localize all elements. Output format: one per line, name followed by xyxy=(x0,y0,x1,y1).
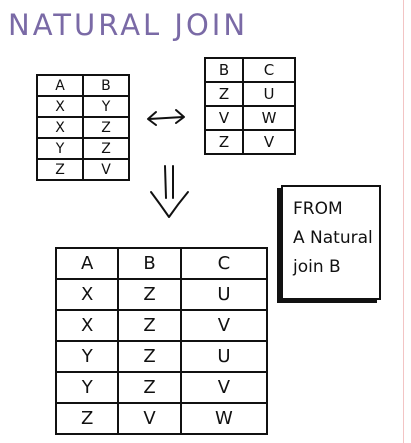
table-cell: Z xyxy=(36,158,84,181)
table-cell: Z xyxy=(204,129,244,155)
table-cell: U xyxy=(179,340,269,373)
table-cell: X xyxy=(36,116,84,139)
table-cell: U xyxy=(179,278,269,311)
table-cell: V xyxy=(117,402,182,435)
header-cell: B xyxy=(204,57,244,83)
diagram-title: NATURAL JOIN xyxy=(8,8,249,42)
table-cell: X xyxy=(54,278,120,311)
table-cell: X xyxy=(54,309,120,342)
table-row: Z U xyxy=(204,81,297,107)
result-table: A B C X Z U X Z V Y Z U Y Z V Z V W xyxy=(54,247,269,435)
header-cell: A xyxy=(36,74,84,97)
header-cell: C xyxy=(179,247,269,280)
table-cell: Y xyxy=(81,95,131,118)
table-cell: W xyxy=(179,402,269,435)
table-cell: Z xyxy=(117,340,182,373)
table-cell: Z xyxy=(117,278,182,311)
table-row: Z V W xyxy=(54,402,269,435)
table-cell: Z xyxy=(117,309,182,342)
page-margin-line xyxy=(403,0,404,443)
table-row: X Y xyxy=(36,95,131,118)
table-cell: W xyxy=(241,105,297,131)
table-row: Y Z V xyxy=(54,371,269,404)
table-cell: X xyxy=(36,95,84,118)
table-cell: Z xyxy=(54,402,120,435)
header-cell: A xyxy=(54,247,120,280)
table-cell: Z xyxy=(81,116,131,139)
table-cell: V xyxy=(179,371,269,404)
table-cell: V xyxy=(81,158,131,181)
table-row: X Z xyxy=(36,116,131,139)
note-line: join B xyxy=(293,257,341,277)
table-row: V W xyxy=(204,105,297,131)
table-row: Z V xyxy=(36,158,131,181)
note-line: FROM xyxy=(293,199,343,219)
table-row: X Z V xyxy=(54,309,269,342)
table-cell: Z xyxy=(117,371,182,404)
table-header-row: A B C xyxy=(54,247,269,280)
relation-b-table: B C Z U V W Z V xyxy=(204,57,297,155)
note-box: FROM A Natural join B xyxy=(281,185,381,300)
table-cell: V xyxy=(241,129,297,155)
table-row: Z V xyxy=(204,129,297,155)
note-line: A Natural xyxy=(293,228,373,248)
table-cell: V xyxy=(204,105,244,131)
table-cell: Y xyxy=(36,137,84,160)
table-header-row: A B xyxy=(36,74,131,97)
table-cell: U xyxy=(241,81,297,107)
table-cell: Z xyxy=(204,81,244,107)
relation-a-table: A B X Y X Z Y Z Z V xyxy=(36,74,131,181)
header-cell: C xyxy=(241,57,297,83)
implies-down-arrow-icon xyxy=(150,165,189,218)
table-row: Y Z xyxy=(36,137,131,160)
table-cell: Y xyxy=(54,371,120,404)
table-cell: Z xyxy=(81,137,131,160)
table-header-row: B C xyxy=(204,57,297,83)
double-arrow-icon xyxy=(147,109,185,126)
table-row: Y Z U xyxy=(54,340,269,373)
table-row: X Z U xyxy=(54,278,269,311)
table-cell: Y xyxy=(54,340,120,373)
table-cell: V xyxy=(179,309,269,342)
header-cell: B xyxy=(117,247,182,280)
header-cell: B xyxy=(81,74,131,97)
